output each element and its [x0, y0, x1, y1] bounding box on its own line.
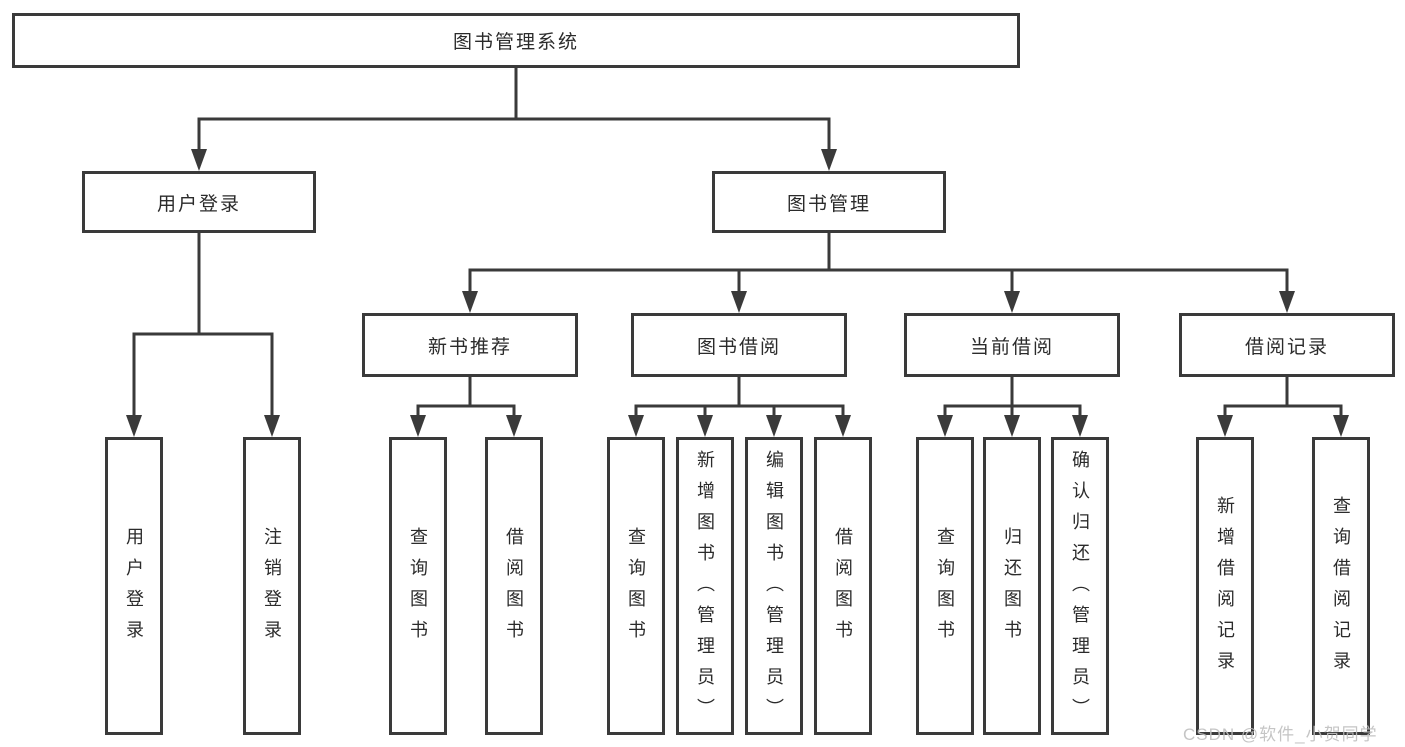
csdn-watermark: CSDN @软件_小贺同学	[1183, 725, 1378, 744]
arrowhead-icon	[1072, 415, 1088, 437]
node-root: 图书管理系统	[12, 13, 1020, 68]
node-borrow-books-rec: 借阅图书	[485, 437, 543, 735]
arrowhead-icon	[937, 415, 953, 437]
edge-book-borrow	[634, 377, 845, 421]
node-confirm-return: 确认归还（管理员）	[1051, 437, 1109, 735]
node-return-books: 归还图书	[983, 437, 1041, 735]
node-book-mgmt: 图书管理	[712, 171, 946, 233]
edge-book-mgmt	[468, 233, 1289, 297]
node-user-login-v: 用户登录	[105, 437, 163, 735]
arrowhead-icon	[191, 149, 207, 171]
node-new-book-rec: 新书推荐	[362, 313, 578, 377]
arrowhead-icon	[264, 415, 280, 437]
node-edit-books: 编辑图书（管理员）	[745, 437, 803, 735]
node-query-borrow-record: 查询借阅记录	[1312, 437, 1370, 735]
edge-new-book-rec	[416, 377, 516, 421]
node-query-books-rec: 查询图书	[389, 437, 447, 735]
node-book-borrow: 图书借阅	[631, 313, 847, 377]
node-borrow-records: 借阅记录	[1179, 313, 1395, 377]
node-query-books-borrow: 查询图书	[607, 437, 665, 735]
arrowhead-icon	[462, 291, 478, 313]
arrowhead-icon	[1217, 415, 1233, 437]
node-logout-v: 注销登录	[243, 437, 301, 735]
arrowhead-icon	[410, 415, 426, 437]
arrowhead-icon	[697, 415, 713, 437]
node-add-books: 新增图书（管理员）	[676, 437, 734, 735]
arrowhead-icon	[1004, 291, 1020, 313]
edge-borrow-records	[1223, 377, 1343, 421]
node-query-books-current: 查询图书	[916, 437, 974, 735]
node-add-borrow-record: 新增借阅记录	[1196, 437, 1254, 735]
edge-user-login	[132, 233, 274, 421]
arrowhead-icon	[1279, 291, 1295, 313]
node-current-borrow: 当前借阅	[904, 313, 1120, 377]
arrowhead-icon	[766, 415, 782, 437]
arrowhead-icon	[1333, 415, 1349, 437]
arrowhead-icon	[1004, 415, 1020, 437]
arrowhead-icon	[821, 149, 837, 171]
edge-current-borrow	[943, 377, 1082, 421]
arrowhead-icon	[506, 415, 522, 437]
arrowhead-icon	[126, 415, 142, 437]
arrowhead-icon	[628, 415, 644, 437]
node-borrow-books: 借阅图书	[814, 437, 872, 735]
node-user-login: 用户登录	[82, 171, 316, 233]
arrowhead-icon	[835, 415, 851, 437]
edge-root	[197, 68, 831, 155]
arrowhead-icon	[731, 291, 747, 313]
